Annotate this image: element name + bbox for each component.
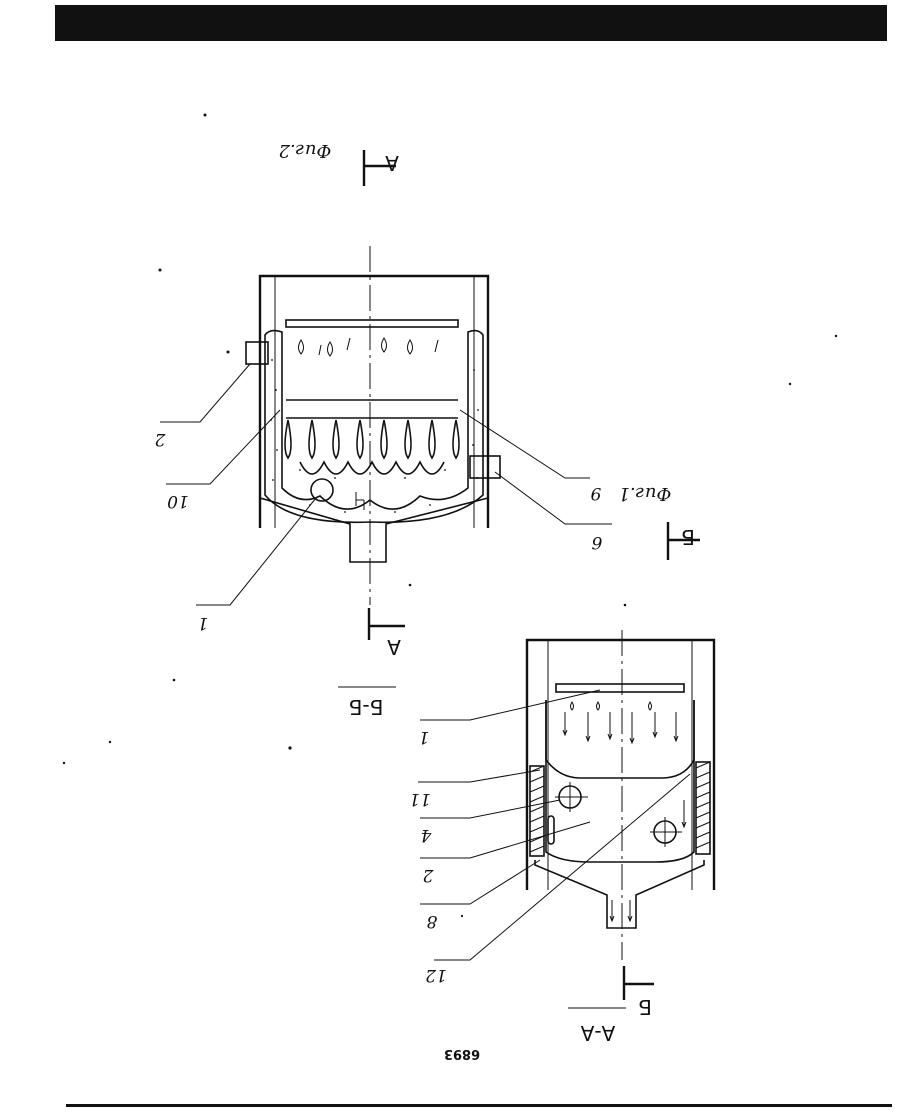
section-letter: Б xyxy=(638,995,652,1019)
page-number: 6893 xyxy=(444,1046,480,1061)
part-label: 6 xyxy=(591,532,602,552)
outer-housing-2 xyxy=(527,640,714,890)
top-border-band xyxy=(55,5,887,41)
figure-1-drawing xyxy=(160,150,700,640)
part-label: 2 xyxy=(155,429,167,449)
water-jacket xyxy=(265,331,483,523)
section-view-title: А-А xyxy=(580,1021,615,1045)
part-label: 9 xyxy=(590,483,601,503)
part-label: 1 xyxy=(198,613,209,633)
insulation-right xyxy=(696,762,710,854)
section-letter: А xyxy=(385,151,399,175)
part-label: 1 xyxy=(419,727,430,747)
distribution-plate xyxy=(286,320,458,327)
part-label: 10 xyxy=(167,491,189,511)
figure-caption: Фиг.2 xyxy=(279,140,332,161)
part-label: 11 xyxy=(409,789,431,809)
part-label: 12 xyxy=(425,965,447,985)
figure-2-drawing xyxy=(418,630,714,1000)
outlet-funnel-2 xyxy=(535,860,704,928)
outlet-funnel xyxy=(260,498,488,562)
figure-caption: Фиг.1 xyxy=(619,483,672,504)
part-label: 8 xyxy=(426,911,437,931)
section-title: Б-Б xyxy=(349,695,384,719)
section-letter: А xyxy=(387,635,401,659)
part-label: 2 xyxy=(423,865,435,885)
scan-specks xyxy=(63,114,837,918)
part-label: 4 xyxy=(421,825,433,845)
outer-housing xyxy=(260,276,488,528)
figure-2-labels: Б-Б 1 11 4 2 8 12 Б А-А 6893 xyxy=(338,687,652,1061)
section-letter: Б xyxy=(681,525,695,549)
bottom-border-rule xyxy=(66,1104,892,1107)
